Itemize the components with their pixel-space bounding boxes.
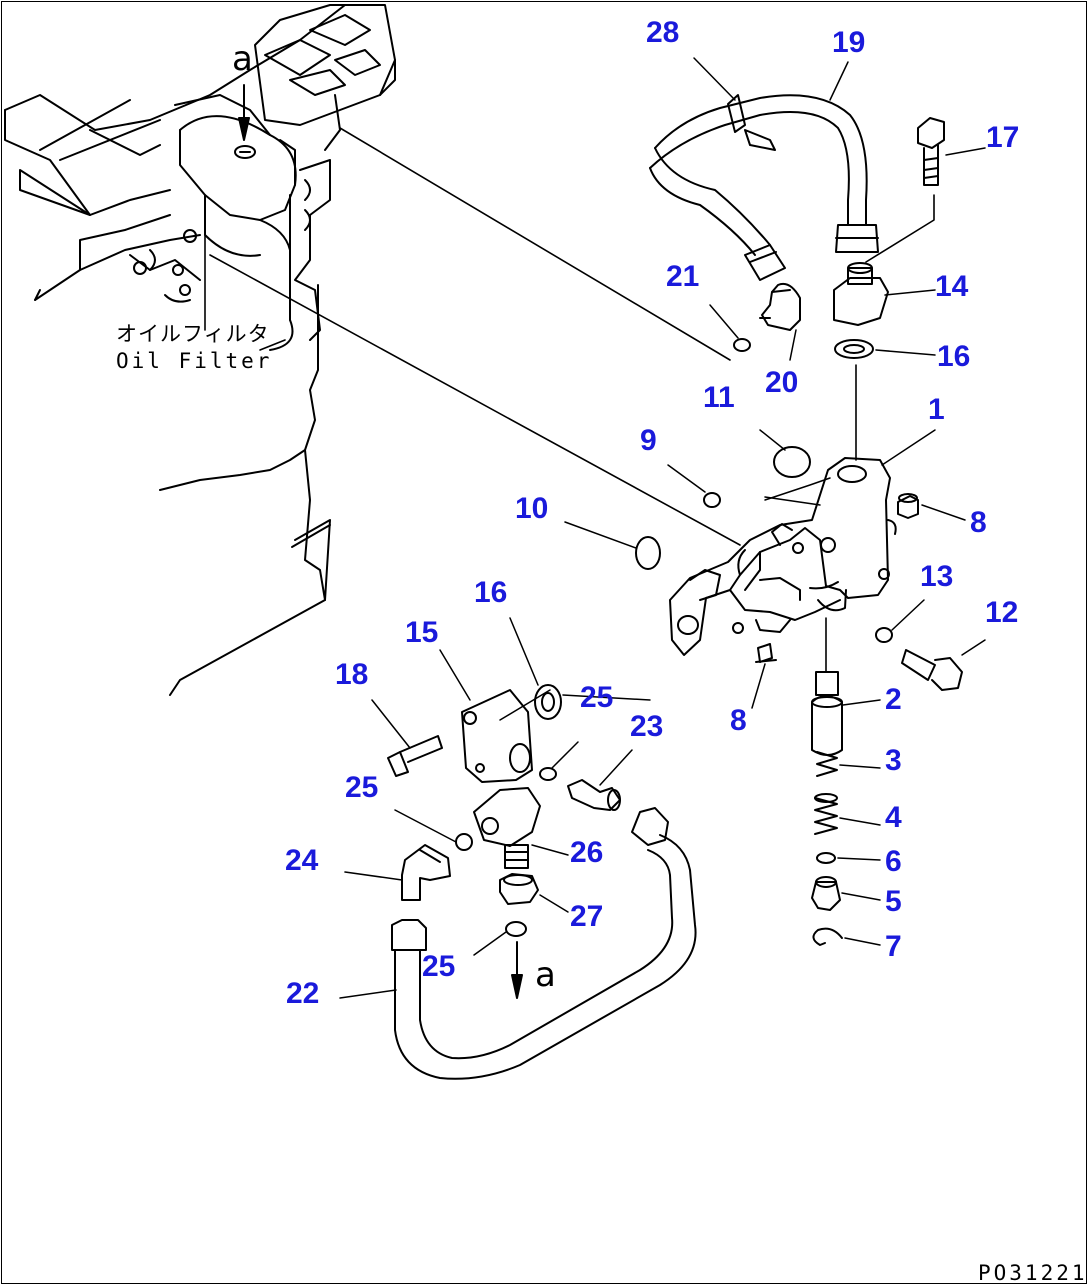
- callout-24[interactable]: 24: [285, 844, 319, 877]
- drawing-code: PO31221: [978, 1261, 1088, 1285]
- callout-8-right[interactable]: 8: [970, 506, 987, 539]
- hose-19: [649, 94, 879, 281]
- washer-16-top: [834, 339, 874, 359]
- elbow-24: [401, 844, 451, 901]
- oil-filter-label-en: Oil Filter: [116, 349, 273, 373]
- o-ring-6: [816, 852, 836, 864]
- callout-3[interactable]: 3: [885, 744, 902, 777]
- spring-3: [816, 751, 838, 777]
- callout-23[interactable]: 23: [630, 710, 664, 743]
- callout-21[interactable]: 21: [666, 260, 700, 293]
- spring-4: [814, 793, 838, 835]
- callout-1[interactable]: 1: [928, 393, 945, 426]
- callout-16-bottom[interactable]: 16: [474, 576, 508, 609]
- o-ring-25-bottom: [505, 921, 527, 937]
- bolt-axis-17: [865, 194, 935, 263]
- snap-ring-7: [812, 927, 843, 946]
- connector-23: [567, 779, 621, 811]
- o-ring-13: [875, 627, 893, 643]
- callout-20[interactable]: 20: [765, 366, 799, 399]
- o-ring-25-left: [455, 833, 473, 851]
- callout-6[interactable]: 6: [885, 845, 902, 878]
- bolt-12: [901, 649, 963, 691]
- o-ring-10: [635, 536, 661, 570]
- callout-13[interactable]: 13: [920, 560, 954, 593]
- callout-25-a[interactable]: 25: [580, 681, 614, 714]
- view-mark-top: a: [232, 39, 253, 79]
- callout-12[interactable]: 12: [985, 596, 1019, 629]
- oil-cooler-body-1: [669, 457, 897, 656]
- bolt-17: [917, 117, 945, 186]
- nut-27: [499, 873, 539, 905]
- flange-14: [833, 262, 889, 326]
- callout-2[interactable]: 2: [885, 683, 902, 716]
- block-15: [461, 689, 533, 783]
- callout-17[interactable]: 17: [986, 121, 1020, 154]
- view-arrow-top: [238, 84, 250, 141]
- plug-8-bottom: [755, 643, 777, 663]
- callout-19[interactable]: 19: [832, 26, 866, 59]
- callout-15[interactable]: 15: [405, 616, 439, 649]
- callout-26[interactable]: 26: [570, 836, 604, 869]
- relief-valve-2: [811, 671, 843, 756]
- elbow-20: [759, 282, 801, 331]
- o-ring-21: [733, 338, 751, 352]
- callout-28[interactable]: 28: [646, 16, 680, 49]
- plug-5: [811, 876, 841, 911]
- oil-filter-label-jp: オイルフィルタ: [116, 322, 270, 346]
- callout-5[interactable]: 5: [885, 885, 902, 918]
- callout-25-b[interactable]: 25: [345, 771, 379, 804]
- callout-10[interactable]: 10: [515, 492, 549, 525]
- view-mark-bottom: a: [535, 955, 556, 995]
- callout-7[interactable]: 7: [885, 930, 902, 963]
- o-ring-9: [703, 492, 721, 508]
- callout-14[interactable]: 14: [935, 270, 969, 303]
- callout-9[interactable]: 9: [640, 424, 657, 457]
- callout-16-top[interactable]: 16: [937, 340, 971, 373]
- callout-27[interactable]: 27: [570, 900, 604, 933]
- view-arrow-bottom: [511, 941, 523, 999]
- callout-8-bottom[interactable]: 8: [730, 704, 747, 737]
- bolt-18: [387, 735, 443, 777]
- washer-16-bottom: [534, 684, 562, 720]
- engine-block-outline: [4, 4, 396, 696]
- callout-11[interactable]: 11: [703, 381, 735, 414]
- callout-4[interactable]: 4: [885, 801, 902, 834]
- elbow-block-26: [473, 787, 541, 869]
- callout-18[interactable]: 18: [335, 658, 369, 691]
- alignment-lines: [204, 127, 741, 546]
- o-ring-11: [773, 446, 811, 478]
- plug-8-right: [897, 493, 919, 519]
- leader-lines: [339, 57, 986, 999]
- callout-22[interactable]: 22: [286, 977, 320, 1010]
- o-ring-25-mid: [539, 767, 557, 781]
- hose-22: [391, 807, 697, 1080]
- callout-25-c[interactable]: 25: [422, 950, 456, 983]
